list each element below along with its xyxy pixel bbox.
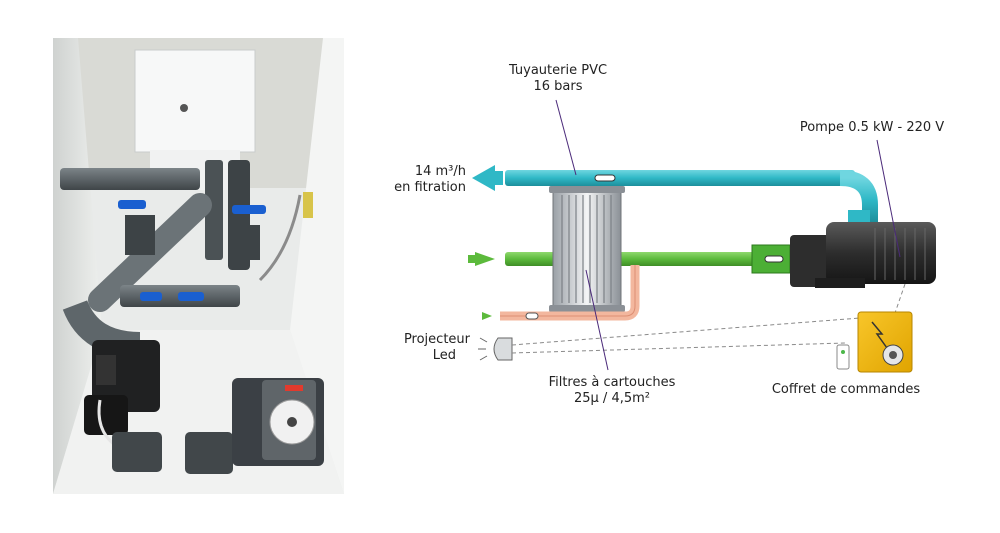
- vertical-pipe-center: [205, 160, 223, 260]
- pump-leader: [876, 139, 901, 258]
- pump-cable: [97, 399, 116, 447]
- filter-label-line1: Filtres à cartouches: [549, 375, 676, 390]
- projector-pipe-outline: [500, 265, 636, 317]
- pump-base: [84, 395, 128, 435]
- pump-cable-diagram: [894, 283, 906, 314]
- pipe-leader: [555, 99, 577, 176]
- flow-label-line1: 14 m³/h: [415, 164, 466, 179]
- filtration-block-photo: [53, 38, 344, 494]
- valve-handle-3: [140, 292, 162, 301]
- top-pipe: [60, 168, 200, 190]
- switch-led: [841, 350, 845, 354]
- motor-fins: [874, 228, 926, 280]
- left-wall: [53, 38, 102, 494]
- filter-leader: [585, 269, 609, 371]
- inflow-arrow: [475, 252, 495, 266]
- cable: [258, 194, 302, 282]
- valve-body-right: [232, 225, 260, 260]
- lightning-icon: [871, 321, 888, 349]
- projector-label-line1: Projecteur: [404, 332, 471, 347]
- valve-body-left: [125, 215, 155, 255]
- timer-knob: [287, 417, 297, 427]
- motor-label: [96, 355, 116, 385]
- union-fitting-left: [112, 432, 162, 472]
- valve-handle-1: [118, 200, 146, 209]
- flow-label-line2: en fitration: [394, 180, 466, 195]
- led-projector: [493, 337, 513, 361]
- projector-flow-indicator: [525, 312, 539, 320]
- filter-cap-top: [549, 186, 625, 193]
- projector-inflow-arrow: [482, 312, 492, 320]
- suction-pipe: [505, 252, 775, 266]
- pump-foot: [815, 278, 865, 288]
- filter-pleats: [561, 195, 612, 303]
- skimmer-hole: [180, 104, 188, 112]
- control-box-label: Coffret de commandes: [772, 382, 921, 397]
- return-flow-indicator: [594, 174, 616, 182]
- inflow-arrow-stem: [468, 255, 476, 263]
- outflow-arrow: [472, 165, 495, 191]
- union-fitting-right: [185, 432, 233, 474]
- pump-label: Pompe 0.5 kW - 220 V: [800, 120, 944, 135]
- projector-cable-2: [511, 342, 846, 354]
- wall-switch: [836, 344, 850, 370]
- projector-label-line2: Led: [433, 348, 456, 363]
- control-box: [857, 311, 913, 373]
- pump-housing: [790, 235, 830, 287]
- right-wall: [290, 38, 344, 494]
- control-box-knob: [889, 351, 897, 359]
- filtration-diagram: Tuyauterie PVC 16 bars 14 m³/h en fitrat…: [394, 63, 944, 406]
- suction-flow-indicator: [764, 255, 784, 263]
- cable-clip: [303, 192, 313, 218]
- valve-handle-4: [178, 292, 204, 301]
- return-pipe: [505, 170, 855, 186]
- pipe-label-line2: 16 bars: [533, 79, 582, 94]
- pipe-label-line1: Tuyauterie PVC: [508, 63, 607, 78]
- skimmer-lid: [134, 49, 256, 153]
- filter-label-line2: 25µ / 4,5m²: [574, 391, 650, 406]
- outflow-arrow-stem: [494, 171, 503, 185]
- timer-indicator: [285, 385, 303, 391]
- valve-handle-2: [232, 205, 266, 214]
- led-light-rays: [478, 337, 488, 361]
- filter-cap-bottom: [549, 305, 625, 312]
- projector-cable: [511, 317, 861, 346]
- pump-motor-diagram: [826, 222, 936, 284]
- return-pipe-elbow: [839, 170, 878, 222]
